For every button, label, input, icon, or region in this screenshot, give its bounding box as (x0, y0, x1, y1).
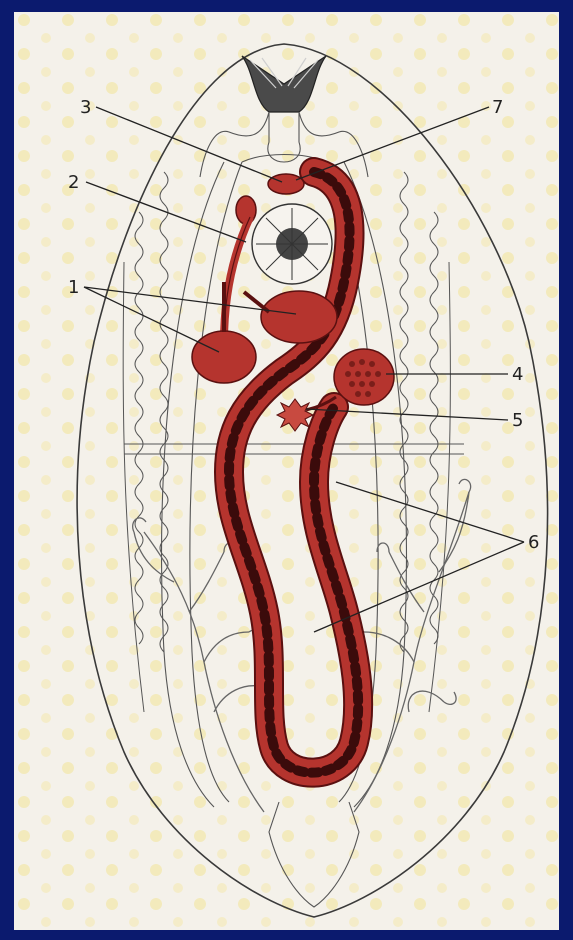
fluke-anatomy-diagram: 3 7 2 1 4 5 6 (14, 12, 559, 930)
ventral-sucker (252, 204, 332, 284)
label-1: 1 (68, 277, 79, 298)
label-7: 7 (492, 97, 503, 118)
ovary (334, 349, 394, 405)
label-4: 4 (512, 364, 523, 385)
label-2: 2 (68, 172, 79, 193)
diagram-frame: 3 7 2 1 4 5 6 (14, 12, 559, 930)
label-5: 5 (512, 410, 523, 431)
label-3: 3 (80, 97, 91, 118)
label-6: 6 (528, 532, 539, 553)
paper-texture (14, 12, 559, 930)
